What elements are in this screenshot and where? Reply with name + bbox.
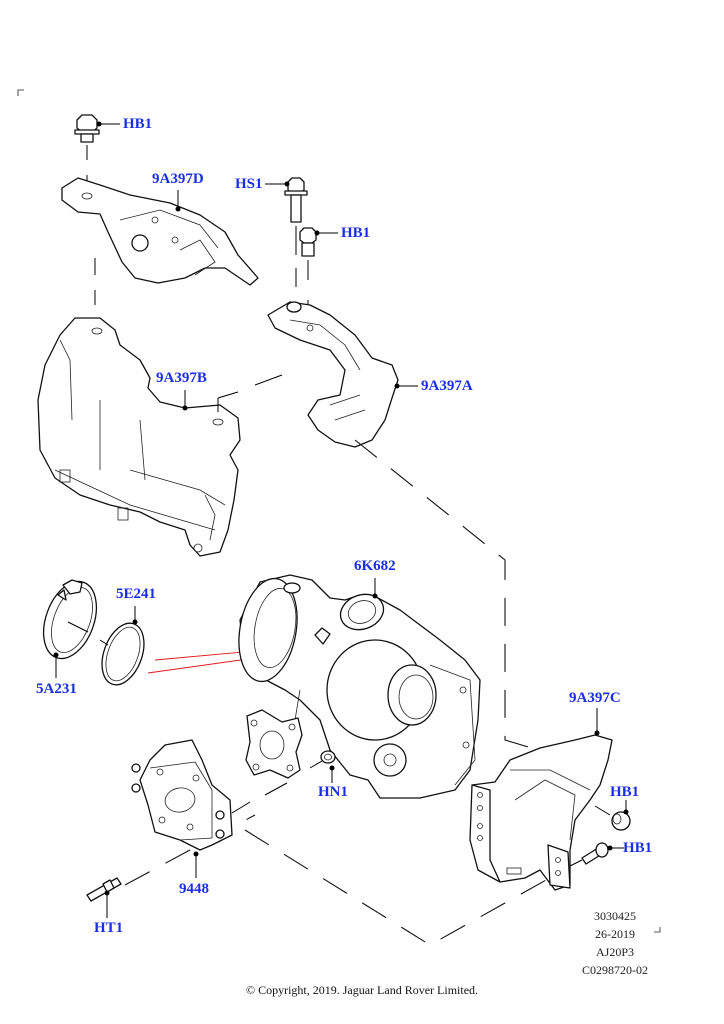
heat-shield-9a397b <box>37 317 241 557</box>
guide-line-stud <box>124 814 256 886</box>
callout-6k682: 6K682 <box>354 558 396 574</box>
reference-line-4: C0298720-02 <box>582 963 648 977</box>
turbocharger-6k682 <box>238 574 481 799</box>
reference-line-2: 26-2019 <box>595 927 635 941</box>
callout-5a231: 5A231 <box>36 681 77 697</box>
copyright-notice: © Copyright, 2019. Jaguar Land Rover Lim… <box>245 983 479 997</box>
callout-9a397b: 9A397B <box>156 370 207 386</box>
callout-9a397c: 9A397C <box>569 690 621 706</box>
callout-5e241: 5E241 <box>116 586 157 602</box>
callout-ht1: HT1 <box>94 920 124 936</box>
corner-mark-bottom-right <box>654 927 661 933</box>
nut-hb1-right <box>594 805 631 831</box>
callout-9a397a: 9A397A <box>421 378 473 394</box>
guide-line-bottom <box>244 829 556 946</box>
callout-hb1-top: HB1 <box>123 116 153 132</box>
clamp-5a231 <box>42 579 98 660</box>
callout-hb1-right-lower: HB1 <box>623 840 653 856</box>
corner-mark-top-left <box>17 89 24 96</box>
heat-shield-9a397c <box>469 734 613 891</box>
reference-line-1: 3030425 <box>594 909 636 923</box>
reference-line-3: AJ20P3 <box>595 945 634 959</box>
flange-9448 <box>131 739 251 851</box>
bolt-hb1-mid <box>299 227 317 318</box>
bolt-hb1-right <box>569 842 609 867</box>
callout-hn1: HN1 <box>318 784 348 800</box>
callout-9448: 9448 <box>179 881 209 897</box>
heat-shield-9a397d <box>61 177 259 286</box>
heat-shield-9a397a <box>267 301 399 448</box>
stud-ht1 <box>86 877 122 902</box>
bolt-hs1 <box>284 177 308 287</box>
callout-hb1-mid: HB1 <box>341 225 371 241</box>
bolt-hb1-top <box>74 114 100 190</box>
guide-line-right <box>354 439 556 756</box>
callout-hs1: HS1 <box>235 176 263 192</box>
callout-9a397d: 9A397D <box>152 171 204 187</box>
callout-hb1-right-upper: HB1 <box>610 784 640 800</box>
gasket-5e241 <box>99 622 145 686</box>
nut-hn1 <box>309 750 336 769</box>
turbine-inlet-flange <box>245 709 303 779</box>
